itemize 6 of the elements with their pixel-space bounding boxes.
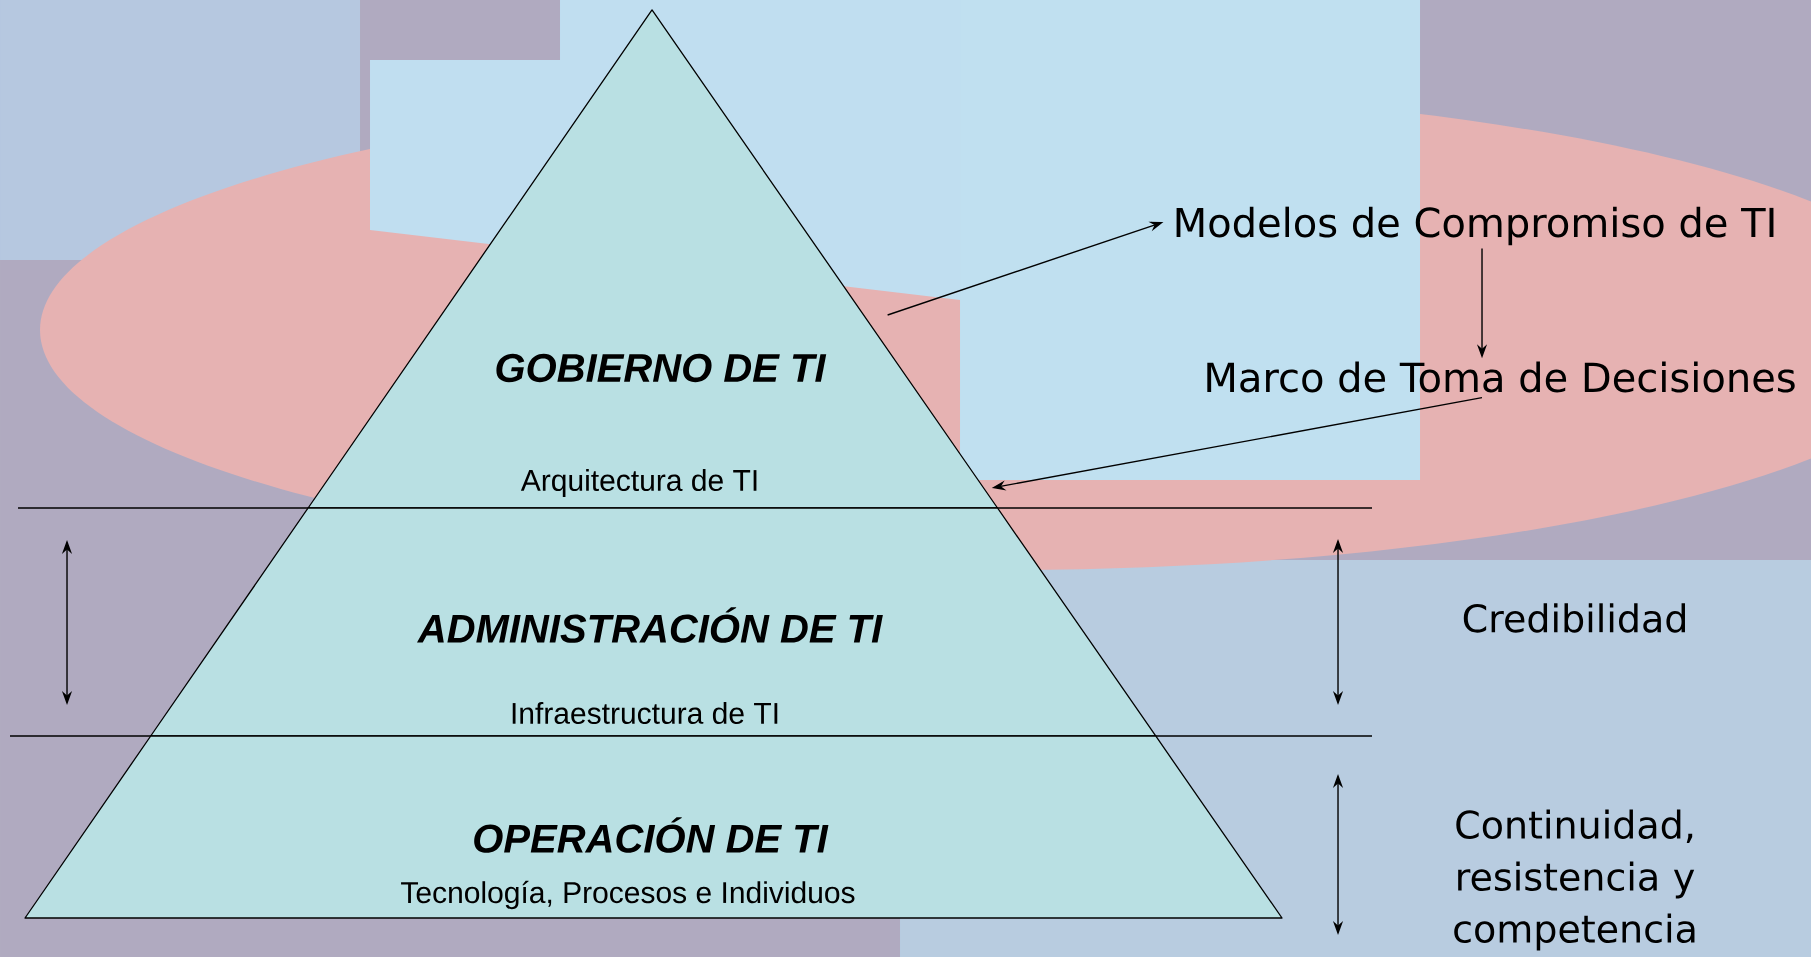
annotation-text: Marco de Toma de Decisiones: [1207, 361, 1795, 393]
side-label: Continuidad, resistencia y competencia: [1454, 809, 1695, 951]
side-label: Credibilidad: [1463, 603, 1685, 633]
annotation-text: Modelos de Compromiso de TI: [1176, 206, 1774, 246]
pyramid-tier: ADMINISTRACIÓN DE TI Infraestructura de TI: [150, 507, 1157, 737]
pyramid-tier: GOBIERNO DE TI Arquitectura de TI: [307, 9, 999, 509]
